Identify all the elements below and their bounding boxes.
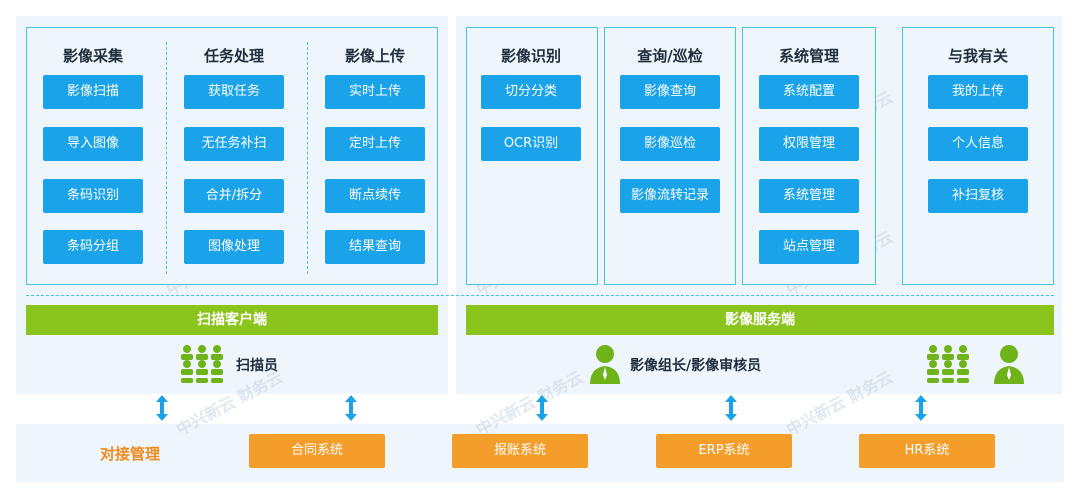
section-title: 查询/巡检 [637,47,703,65]
role-label: 影像组长/影像审核员 [630,358,762,374]
system-button[interactable]: 合同系统 [249,434,385,468]
section-title: 影像上传 [344,47,405,65]
column-divider [166,42,167,274]
module-button[interactable]: 获取任务 [184,75,284,109]
module-button[interactable]: 系统配置 [759,75,859,109]
section-title: 影像采集 [62,47,123,65]
module-button[interactable]: 无任务补扫 [184,127,284,161]
person-icon [994,345,1024,384]
double-arrow-icon [915,395,927,421]
module-button[interactable]: 影像巡检 [620,127,720,161]
module-button[interactable]: 结果查询 [325,230,425,264]
related-frame [902,27,1054,285]
group-people-icon [181,345,223,383]
system-button[interactable]: HR系统 [859,434,995,468]
module-button[interactable]: 切分分类 [481,75,581,109]
module-button[interactable]: 权限管理 [759,127,859,161]
section-title: 任务处理 [203,47,264,65]
person-icon [590,345,620,384]
module-button[interactable]: 影像流转记录 [620,179,720,213]
double-arrow-icon [156,395,168,421]
double-arrow-icon [536,395,548,421]
module-button[interactable]: 合并/拆分 [184,179,284,213]
client-bar: 扫描客户端 [26,305,438,335]
section-title: 系统管理 [778,47,839,65]
double-arrow-icon [345,395,357,421]
module-button[interactable]: 影像扫描 [43,75,143,109]
module-button[interactable]: 系统管理 [759,179,859,213]
group-people-icon [927,345,969,383]
module-button[interactable]: 个人信息 [928,127,1028,161]
module-button[interactable]: 影像查询 [620,75,720,109]
system-button[interactable]: ERP系统 [656,434,792,468]
module-button[interactable]: 图像处理 [184,230,284,264]
module-button[interactable]: 我的上传 [928,75,1028,109]
double-arrow-icon [725,395,737,421]
module-button[interactable]: 导入图像 [43,127,143,161]
role-label: 扫描员 [236,358,278,374]
integration-label: 对接管理 [100,445,161,463]
module-button[interactable]: OCR识别 [481,127,581,161]
server-bar: 影像服务端 [466,305,1054,335]
section-title: 与我有关 [947,47,1008,65]
module-button[interactable]: 定时上传 [325,127,425,161]
column-divider [307,42,308,274]
module-button[interactable]: 站点管理 [759,230,859,264]
module-button[interactable]: 条码分组 [43,230,143,264]
module-button[interactable]: 条码识别 [43,179,143,213]
dashed-divider [26,295,1054,296]
module-button[interactable]: 断点续传 [325,179,425,213]
section-title: 影像识别 [500,47,561,65]
system-button[interactable]: 报账系统 [452,434,588,468]
module-button[interactable]: 实时上传 [325,75,425,109]
module-button[interactable]: 补扫复核 [928,179,1028,213]
